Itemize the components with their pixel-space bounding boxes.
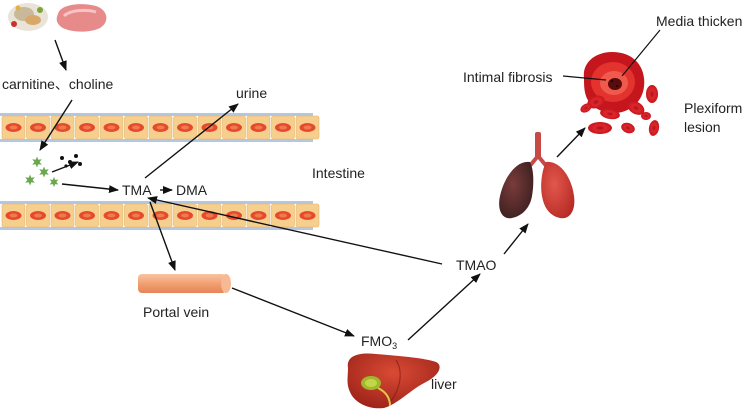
red-blood-cell <box>641 112 651 120</box>
intimal-fibrosis-label: Intimal fibrosis <box>463 69 553 85</box>
intestinal-epithelium-icon <box>0 201 320 230</box>
red-blood-cell <box>646 85 658 103</box>
lungs-to-vessel-arrow <box>556 127 586 158</box>
bacteria-icon <box>25 156 59 187</box>
red-blood-cell <box>648 120 660 136</box>
red-blood-cell <box>621 122 635 134</box>
liver-label: liver <box>431 376 457 392</box>
tmao-to-tma-arrow <box>147 196 443 265</box>
bacteria-metabolism-arrow <box>51 161 79 173</box>
red-blood-cell <box>600 108 620 120</box>
choline-to-bacteria-arrow <box>39 99 73 151</box>
tmao-to-lungs-arrow <box>503 223 529 255</box>
intestine-label: Intestine <box>312 165 365 181</box>
media-thicken-leader <box>621 29 661 77</box>
red-blood-cell <box>627 101 645 115</box>
liver-icon <box>347 353 440 409</box>
intimal-fibrosis-leader <box>562 75 607 81</box>
tma-to-urine-arrow <box>144 103 239 179</box>
urine-label: urine <box>236 85 268 101</box>
liver-to-tmao-arrow <box>407 273 481 341</box>
food-icon <box>8 3 48 31</box>
portal-vein-tube-icon <box>138 274 231 293</box>
dma-label: DMA <box>176 182 208 198</box>
lungs-icon <box>499 132 575 219</box>
tmao-label: TMAO <box>456 257 497 273</box>
fmo3-label: FMO3 <box>361 333 398 351</box>
carnitine-choline-label: carnitine、choline <box>2 76 114 92</box>
tma-to-portal-vein-arrow <box>149 201 176 271</box>
plexiform-label: Plexiform <box>684 100 743 116</box>
intestinal-epithelium-icon <box>0 113 320 142</box>
tma-label: TMA <box>122 182 152 198</box>
red-blood-cells-icon <box>580 85 660 136</box>
red-blood-cell <box>588 122 612 134</box>
bacteria-to-tma-arrow <box>61 183 119 194</box>
meat-icon <box>56 4 107 32</box>
media-thicken-label: Media thicken <box>656 13 743 29</box>
red-blood-cell <box>580 103 592 113</box>
portal-vein-to-liver-arrow <box>231 287 355 337</box>
lesion-label: lesion <box>684 119 721 135</box>
tma-molecules-icon <box>60 154 82 168</box>
portal-vein-label: Portal vein <box>143 304 210 320</box>
red-blood-cell <box>587 95 605 109</box>
